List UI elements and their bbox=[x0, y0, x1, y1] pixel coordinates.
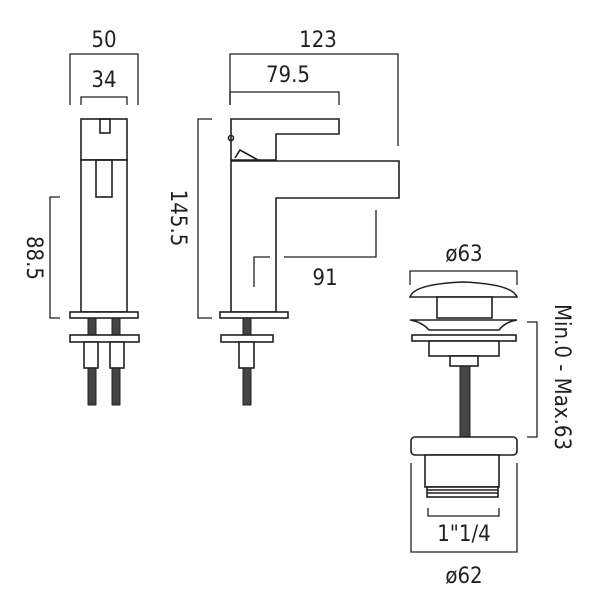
dim-label-cap-diameter: ø63 bbox=[445, 242, 482, 267]
dim-label-123: 123 bbox=[299, 28, 337, 53]
dim-label-91: 91 bbox=[312, 266, 337, 291]
tap-front-view bbox=[219, 118, 400, 406]
dimension-34: 34 bbox=[80, 68, 128, 105]
dim-label-50: 50 bbox=[91, 28, 116, 53]
dimension-thread: 1"1/4 bbox=[427, 508, 500, 547]
dim-label-88-5: 88.5 bbox=[21, 236, 46, 280]
dimension-88-5: 88.5 bbox=[21, 196, 60, 319]
dim-label-height-range: Min.0 - Max.63 bbox=[549, 304, 574, 450]
dimension-cap-diameter: ø63 bbox=[409, 242, 518, 285]
click-clack-waste bbox=[408, 281, 519, 498]
dim-label-79-5: 79.5 bbox=[266, 63, 310, 88]
dim-label-thread: 1"1/4 bbox=[437, 522, 491, 547]
dim-label-145-5: 145.5 bbox=[165, 190, 190, 247]
dimension-123: 123 bbox=[229, 28, 399, 146]
dimension-height-range: Min.0 - Max.63 bbox=[527, 304, 574, 450]
dimension-flange-diameter: ø62 bbox=[410, 463, 518, 589]
dimension-145-5: 145.5 bbox=[165, 118, 212, 319]
dimension-79-5: 79.5 bbox=[229, 63, 340, 105]
dimension-50: 50 bbox=[69, 28, 139, 105]
dim-label-flange-diameter: ø62 bbox=[445, 564, 482, 589]
dimension-91: 91 bbox=[253, 210, 377, 291]
tap-side-view bbox=[69, 118, 140, 406]
dim-label-34: 34 bbox=[91, 68, 116, 93]
